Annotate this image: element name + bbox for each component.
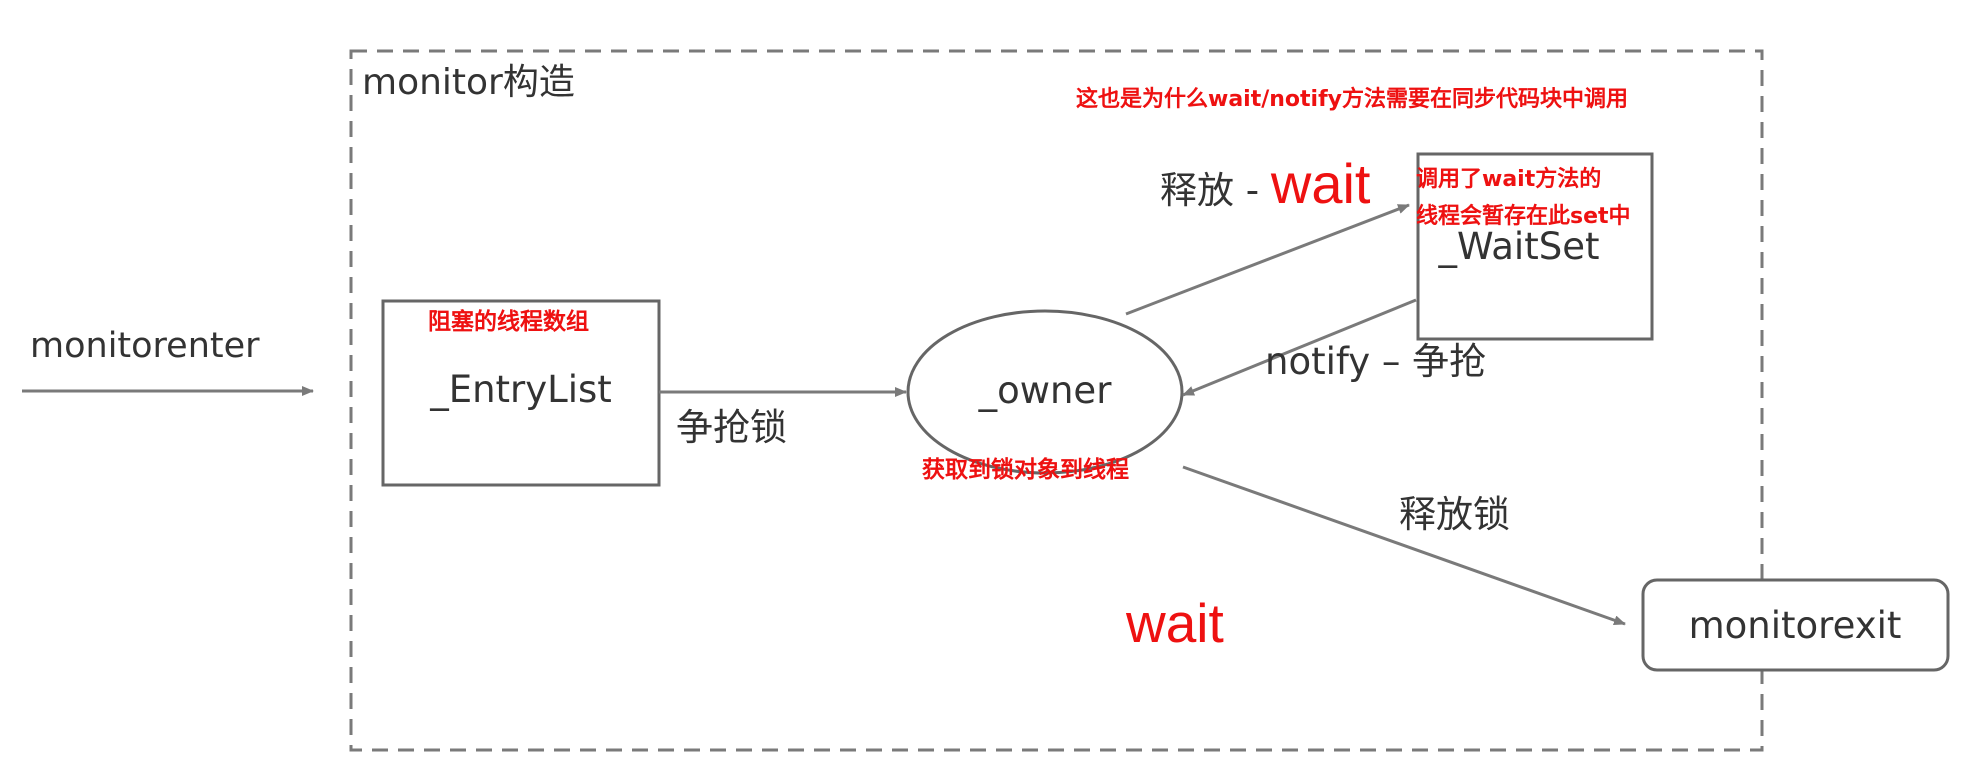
owner-note: 获取到锁对象到线程 — [922, 456, 1129, 483]
monitorenter-label: monitorenter — [30, 326, 260, 366]
release-wait-arrow — [1125, 203, 1410, 316]
compete-lock-label: 争抢锁 — [676, 406, 787, 449]
waitset-note-line2: 线程会暂存在此set中 — [1416, 203, 1631, 229]
frame-title: monitor构造 — [362, 62, 575, 103]
wait-big-annotation: wait — [1125, 592, 1224, 654]
release-lock-label: 释放锁 — [1399, 493, 1510, 536]
owner-label: _owner — [978, 369, 1113, 412]
wait-set-label: _WaitSet — [1438, 225, 1600, 268]
wait-set-box — [1416, 152, 1654, 341]
waitset-note-line1: 调用了wait方法的 — [1416, 166, 1601, 192]
why-sync-block-note: 这也是为什么wait/notify方法需要在同步代码块中调用 — [1076, 86, 1628, 112]
owner-ellipse — [906, 309, 1184, 475]
release-wait-label: 释放 - wait — [1160, 152, 1371, 215]
release-wait-prefix: 释放 - — [1160, 169, 1271, 212]
monitor-frame — [349, 49, 1764, 752]
monitorexit-box — [1641, 578, 1950, 672]
entrylist-note: 阻塞的线程数组 — [428, 308, 589, 335]
release-wait-word: wait — [1270, 152, 1371, 215]
release-lock-arrow — [1182, 465, 1626, 626]
entry-list-label: _EntryList — [429, 368, 612, 411]
notify-arrow — [1182, 298, 1417, 397]
notify-compete-label: notify – 争抢 — [1265, 340, 1486, 383]
monitorexit-label: monitorexit — [1689, 604, 1902, 647]
